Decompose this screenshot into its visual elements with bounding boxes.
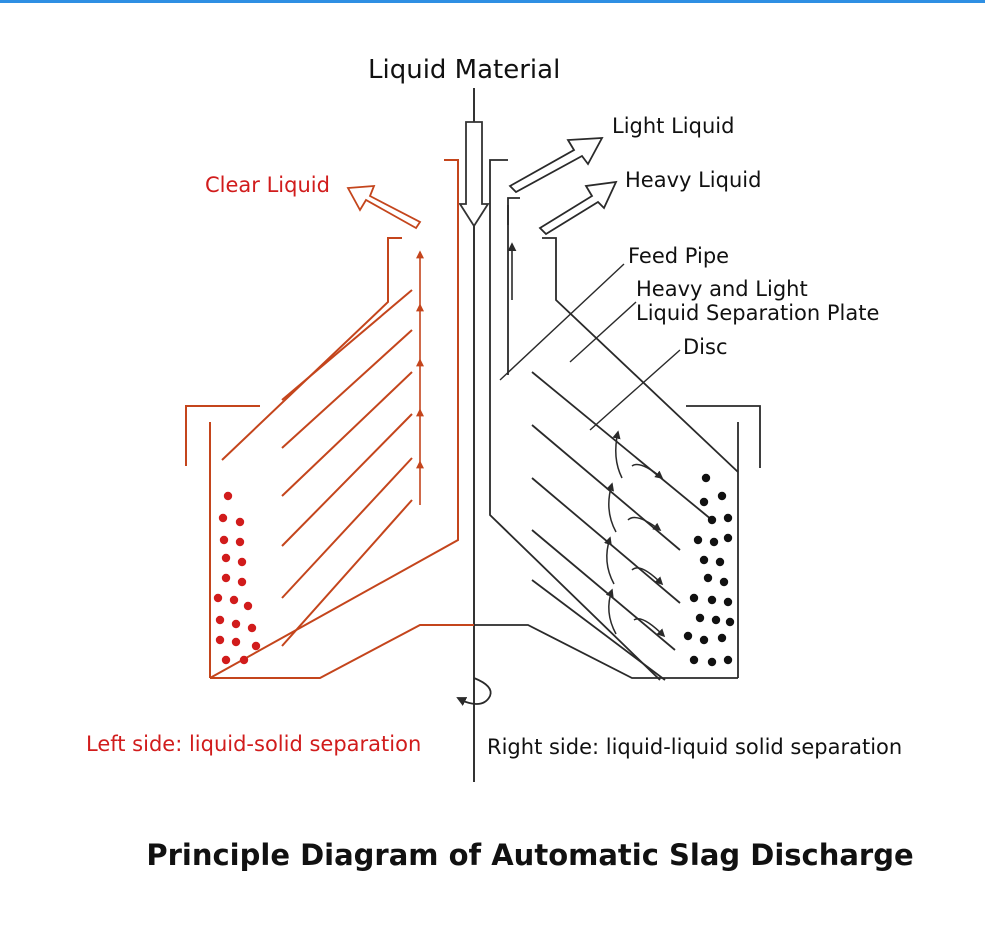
diagram-title: Principle Diagram of Automatic Slag Disc… <box>146 838 914 872</box>
right-solid-particles <box>683 473 735 667</box>
separation-plate-label-line2: Liquid Separation Plate <box>636 301 879 325</box>
right-disc <box>531 477 681 604</box>
liquid-material-label: Liquid Material <box>368 55 560 85</box>
right-disc <box>531 529 676 651</box>
right-flow-arrow <box>633 618 666 638</box>
separation-plate-leader <box>569 301 637 363</box>
left-disc <box>281 457 413 599</box>
right-bowl <box>474 159 761 681</box>
heavy-liquid-label: Heavy Liquid <box>625 168 761 192</box>
feed-pipe-label: Feed Pipe <box>628 244 729 268</box>
left-disc <box>281 371 413 497</box>
separation-plate-label-line1: Heavy and Light <box>636 277 808 301</box>
right-flow-arrow <box>605 588 617 635</box>
right-flow-arrow <box>606 482 617 533</box>
left-discs <box>281 289 413 647</box>
left-disc <box>281 329 413 449</box>
clear-liquid-label: Clear Liquid <box>205 173 330 197</box>
light-liquid-label: Light Liquid <box>612 114 734 138</box>
rotation-arrow-icon <box>456 677 492 706</box>
left-disc <box>281 289 413 401</box>
right-flow-arrow <box>631 463 664 480</box>
feed-pipe-leader <box>499 263 625 381</box>
left-bowl <box>185 159 474 679</box>
right-flow-arrow <box>631 567 664 586</box>
left-disc <box>281 413 413 547</box>
right-flow-arrow <box>604 536 615 585</box>
light-liquid-outlet-arrow <box>508 137 604 194</box>
right-side-caption: Right side: liquid-liquid solid separati… <box>487 735 902 759</box>
feed-pipe-inlet-arrow <box>458 121 490 228</box>
leader-lines <box>499 263 681 431</box>
right-disc <box>531 424 681 551</box>
right-flow-arrow <box>627 516 662 531</box>
heavy-liquid-outlet-arrow <box>538 180 618 236</box>
disc-leader <box>589 349 681 431</box>
right-flow-arrow <box>612 430 623 479</box>
right-disc <box>531 371 713 521</box>
left-side-caption: Left side: liquid-solid separation <box>86 732 421 756</box>
right-disc <box>531 579 666 681</box>
clear-liquid-outlet-arrow <box>346 184 422 230</box>
left-disc <box>281 499 413 647</box>
left-solid-particles <box>213 491 261 665</box>
right-flow-arrows <box>604 430 666 638</box>
disc-label: Disc <box>683 335 728 359</box>
top-accent-bar <box>0 0 985 3</box>
